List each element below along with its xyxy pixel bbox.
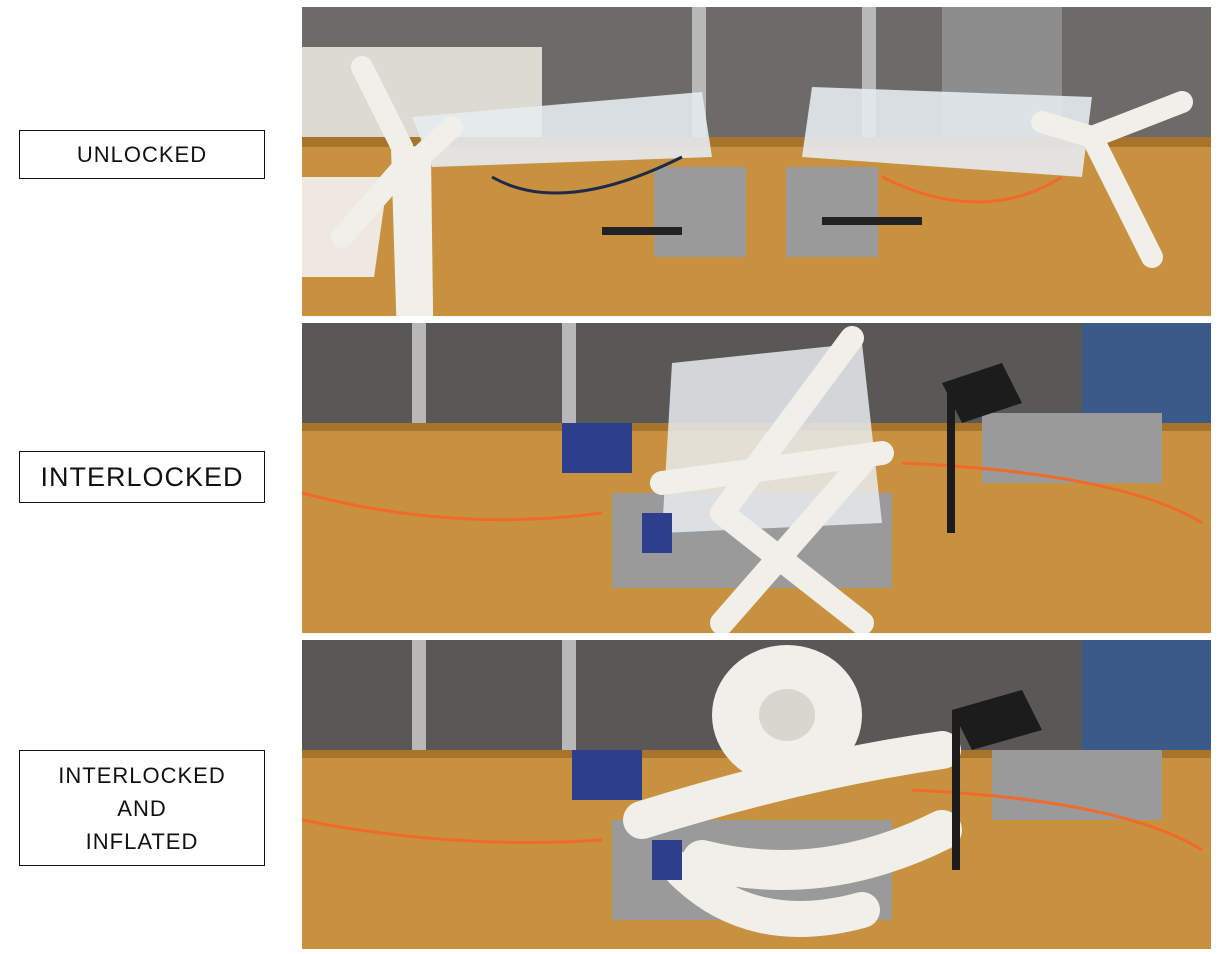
label-line: UNLOCKED — [76, 141, 208, 167]
photo-interlocked-image — [302, 323, 1211, 633]
label-line: AND — [117, 795, 167, 821]
photo-unlocked — [302, 7, 1211, 316]
label-interlocked-and-inflated: INTERLOCKED AND INFLATED — [19, 750, 265, 866]
photo-unlocked-image — [302, 7, 1211, 316]
label-unlocked: UNLOCKED — [19, 130, 265, 179]
label-interlocked: INTERLOCKED — [19, 451, 265, 503]
photo-interlocked — [302, 323, 1211, 633]
label-line: INFLATED — [85, 828, 199, 854]
label-line: INTERLOCKED — [58, 762, 226, 788]
photo-inflated-image — [302, 640, 1211, 949]
label-line: INTERLOCKED — [40, 461, 244, 492]
photo-interlocked-inflated — [302, 640, 1211, 949]
